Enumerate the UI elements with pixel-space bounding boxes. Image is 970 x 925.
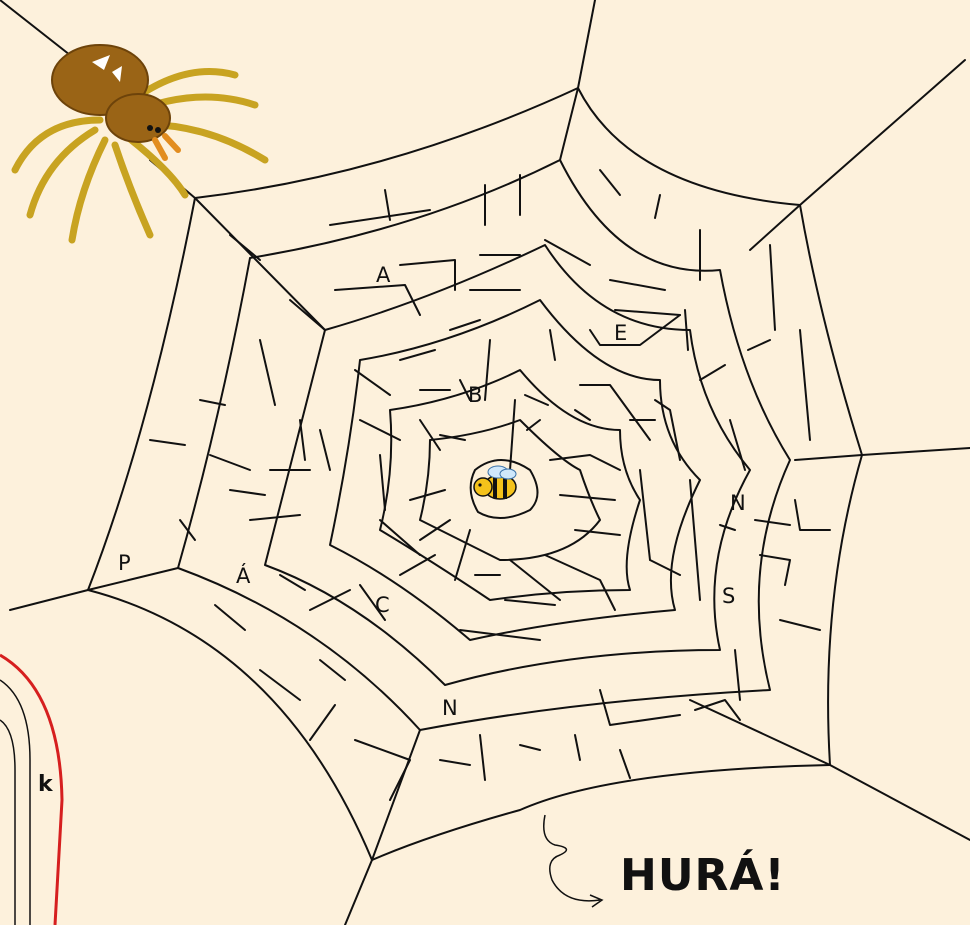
web-thread xyxy=(344,859,373,925)
maze-letter-n-right: N xyxy=(730,491,746,515)
exit-text: HURÁ! xyxy=(620,850,786,901)
web-ring xyxy=(419,419,601,561)
maze-letter-a-acute: Á xyxy=(236,564,251,588)
web-spoke xyxy=(194,197,326,331)
web-spoke xyxy=(689,699,831,766)
maze-letter-c: C xyxy=(375,593,390,617)
side-border xyxy=(0,653,64,925)
web-thread xyxy=(799,59,966,206)
side-maze-line xyxy=(0,679,31,925)
web-spoke xyxy=(559,87,579,161)
spider-icon xyxy=(11,44,269,244)
maze-letter-a: A xyxy=(376,263,391,287)
web-thread xyxy=(9,589,89,611)
web-ring xyxy=(329,299,701,641)
web-thread xyxy=(829,764,970,841)
maze-letter-e: E xyxy=(614,321,628,345)
web-ring xyxy=(264,244,751,686)
side-maze-line xyxy=(0,719,16,925)
bee-icon xyxy=(473,465,517,500)
maze-letter-n-bottom: N xyxy=(442,696,458,720)
web-thread xyxy=(0,0,71,56)
maze-letter-s: S xyxy=(722,584,736,608)
web-spoke xyxy=(371,729,421,861)
maze-letter-p: P xyxy=(118,551,131,575)
web-spoke xyxy=(87,567,179,591)
maze-letter-b: B xyxy=(468,383,483,407)
web-spoke xyxy=(749,204,801,251)
web-spoke xyxy=(794,454,863,461)
web-thread xyxy=(577,0,596,89)
web-thread xyxy=(861,447,970,456)
web-center xyxy=(469,459,539,519)
web-ring xyxy=(379,369,641,601)
web-ring xyxy=(177,159,791,731)
curly-arrow-icon xyxy=(543,814,601,902)
side-letter: k xyxy=(38,772,53,797)
